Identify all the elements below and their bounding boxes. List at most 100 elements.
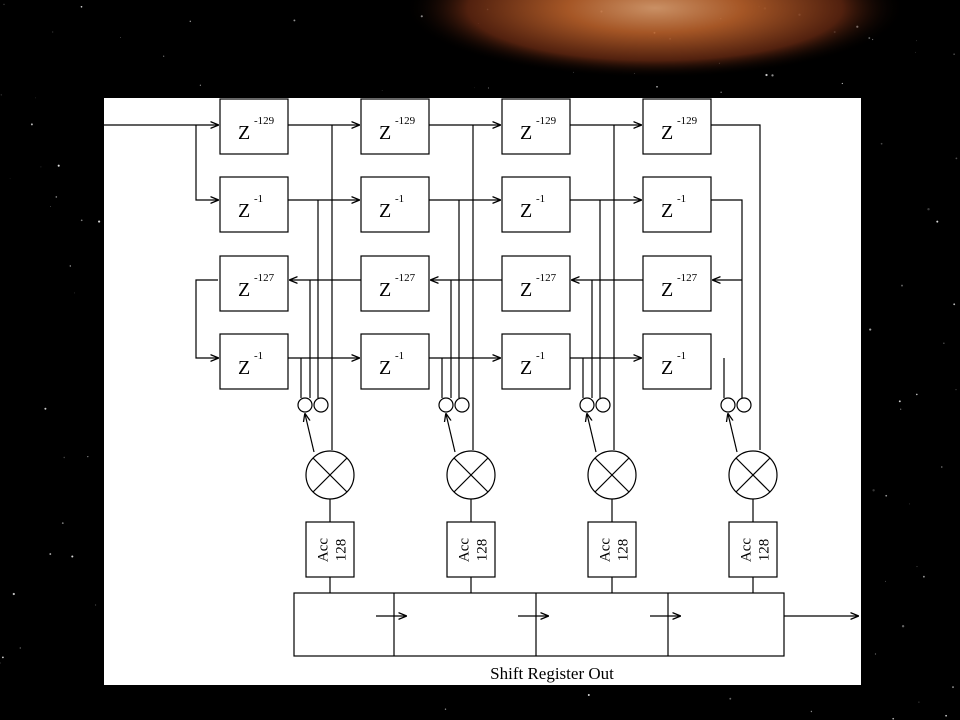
- star: [885, 494, 888, 497]
- accumulator-box: [446, 521, 496, 578]
- accumulator-length: 128: [333, 539, 349, 562]
- delay-symbol: Z: [379, 122, 391, 144]
- star: [874, 653, 877, 655]
- star: [945, 714, 947, 717]
- delay-box: [219, 333, 289, 390]
- star: [9, 178, 11, 180]
- multiplier-cross: [312, 457, 348, 493]
- delay-symbol: Z: [661, 122, 673, 144]
- star: [69, 265, 71, 267]
- star: [61, 522, 64, 524]
- delay-symbol: Z: [379, 200, 391, 222]
- delay-symbol: Z: [661, 357, 673, 379]
- select-arrow: [305, 414, 315, 453]
- star: [841, 82, 843, 85]
- star: [12, 592, 15, 596]
- star: [199, 84, 201, 86]
- delay-exponent: -1: [677, 350, 686, 362]
- delay-symbol: Z: [661, 200, 673, 222]
- star: [587, 694, 590, 696]
- multiplier-cross: [594, 457, 630, 493]
- star: [953, 303, 956, 306]
- star: [87, 455, 89, 458]
- select-arrow: [728, 414, 738, 453]
- delay-symbol: Z: [661, 279, 673, 301]
- switch-contact: [736, 397, 752, 413]
- star: [900, 408, 902, 410]
- delay-box: [501, 255, 571, 312]
- accumulator-label: Acc: [315, 538, 331, 562]
- delay-box: [360, 333, 430, 390]
- star: [474, 87, 476, 89]
- delay-exponent: -129: [395, 115, 416, 127]
- delay-symbol: Z: [520, 279, 532, 301]
- delay-box: [642, 176, 712, 233]
- accumulator-box: [587, 521, 637, 578]
- star: [915, 51, 917, 53]
- star: [916, 566, 918, 568]
- delay-symbol: Z: [520, 122, 532, 144]
- star: [941, 466, 943, 468]
- star: [19, 647, 21, 649]
- star: [901, 284, 903, 287]
- delay-exponent: -129: [677, 115, 698, 127]
- star: [487, 87, 489, 89]
- star: [163, 55, 165, 57]
- delay-exponent: -127: [536, 272, 557, 284]
- switch-contact: [595, 397, 611, 413]
- star: [908, 503, 910, 505]
- star: [720, 91, 722, 93]
- systolic-correlator-diagram: Z-129Z-1Z-127Z-1Z-129Z-1Z-127Z-1Z-129Z-1…: [104, 98, 858, 683]
- star: [57, 164, 60, 167]
- star: [953, 53, 955, 55]
- star: [35, 97, 36, 99]
- star: [293, 19, 296, 22]
- delay-exponent: -1: [536, 193, 545, 205]
- delay-exponent: -1: [254, 193, 263, 205]
- delay-exponent: -1: [254, 350, 263, 362]
- accumulator-length: 128: [474, 539, 490, 562]
- star: [810, 710, 813, 713]
- star: [923, 575, 925, 578]
- star: [189, 20, 192, 23]
- switch-contact: [297, 397, 313, 413]
- star: [95, 604, 97, 606]
- select-arrow: [446, 414, 456, 453]
- star: [918, 701, 920, 703]
- delay-box: [219, 255, 289, 312]
- delay-box: [360, 98, 430, 155]
- star: [30, 123, 33, 126]
- star: [880, 142, 883, 145]
- delay-symbol: Z: [520, 200, 532, 222]
- delay-box: [219, 176, 289, 233]
- star: [916, 40, 917, 42]
- star: [2, 656, 4, 659]
- star: [55, 196, 58, 198]
- switch-contact: [438, 397, 454, 413]
- star: [63, 456, 65, 459]
- star: [892, 717, 895, 720]
- star: [765, 73, 768, 77]
- star: [885, 580, 886, 582]
- star: [936, 220, 939, 223]
- delay-symbol: Z: [379, 357, 391, 379]
- star: [98, 220, 101, 223]
- delay-symbol: Z: [238, 357, 250, 379]
- delay-symbol: Z: [238, 200, 250, 222]
- star: [80, 5, 83, 8]
- switch-contact: [454, 397, 470, 413]
- star: [74, 292, 76, 294]
- star: [869, 328, 872, 331]
- delay-exponent: -1: [536, 350, 545, 362]
- switch-contact: [579, 397, 595, 413]
- delay-exponent: -127: [677, 272, 698, 284]
- star: [49, 553, 52, 555]
- star: [52, 31, 54, 33]
- nebula-image: [405, 0, 905, 78]
- star: [0, 94, 2, 96]
- delay-box: [642, 255, 712, 312]
- star: [444, 708, 447, 710]
- switch-contact: [720, 397, 736, 413]
- shift-register-label: Shift Register Out: [490, 664, 614, 683]
